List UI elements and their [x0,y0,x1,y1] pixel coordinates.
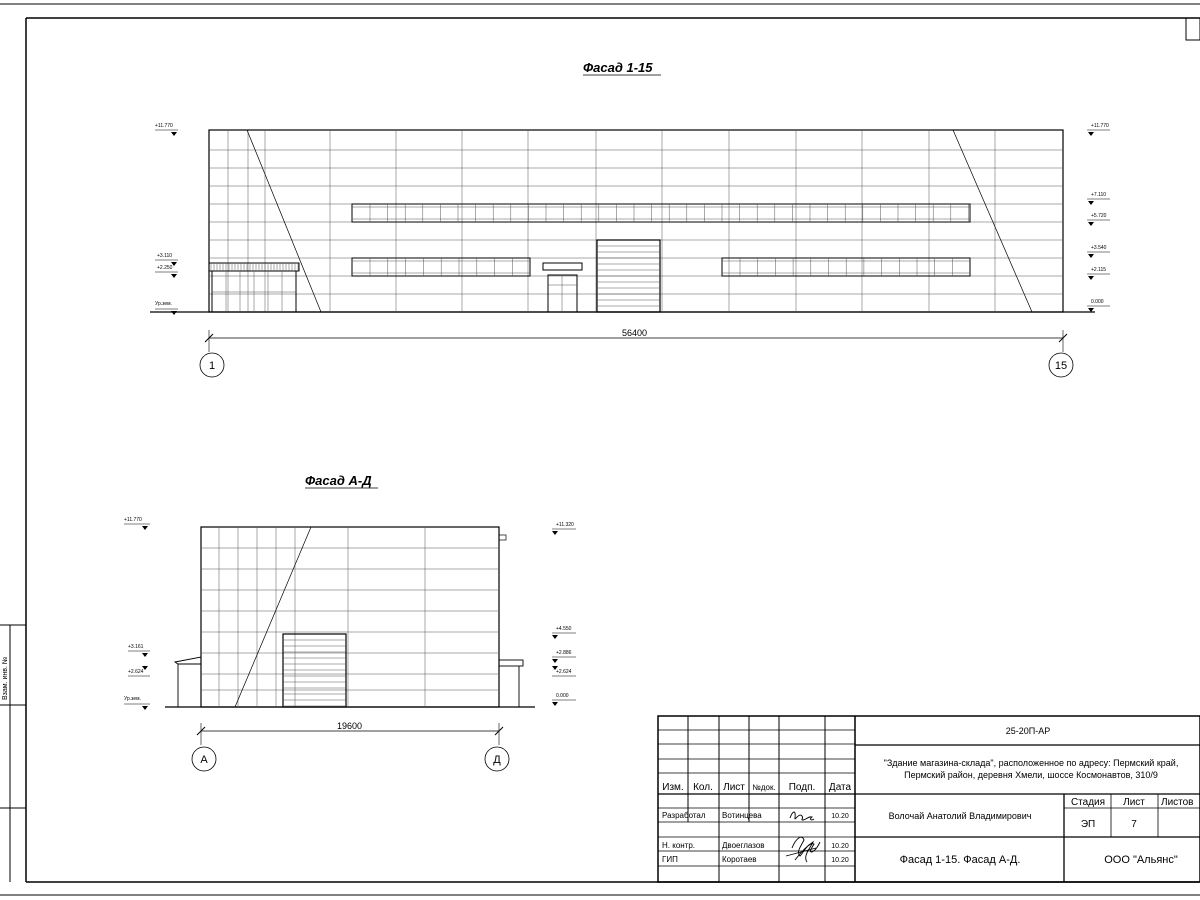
header-list: Лист [723,782,745,793]
level-mark: 0.000 [1091,299,1104,305]
role-developer: Разработал [662,811,706,820]
header-date: Дата [829,782,852,793]
stamp-signatories: Разработал Вотинцева 10.20 Н. контр. Дво… [662,811,849,864]
project-address-line-1: "Здание магазина-склада", расположенное … [884,758,1179,768]
facade-2-title: Фасад А-Д [305,473,372,488]
facade-1-window-band-upper [351,203,971,223]
level-mark: +11.770 [155,123,173,129]
facade-1-entrance-canopy [208,262,300,272]
stage-label: Стадия [1071,797,1105,808]
facade-2-canopy-right [498,659,524,707]
facade-1-dimension: 56400 [204,328,1068,352]
level-mark: +11.770 [1091,123,1109,129]
company-name: ООО "Альянс" [1104,854,1178,866]
facade-1-15: Фасад 1-15 [150,60,1110,378]
sheet-title: Фасад 1-15. Фасад А-Д. [900,854,1021,866]
left-strip-label: Взам. инв. № [2,657,9,700]
stamp-headers: Изм. Кол. Лист №док. Подп. Дата [662,782,851,793]
sheet-value: 7 [1131,819,1137,830]
level-mark: Ур.зем. [124,696,141,702]
facade-2-axis-left: А [200,754,208,766]
level-mark: +11.320 [556,522,574,528]
level-mark: Ур.зем. [155,301,172,307]
date-norm-control: 10.20 [831,843,849,850]
facade-a-d: Фасад А-Д 19600 А Д [124,473,576,772]
level-mark: +2.886 [556,650,572,656]
level-mark: +2.250 [157,265,173,271]
customer-name: Волочай Анатолий Владимирович [889,811,1032,821]
project-code: 25-20П-АР [1006,726,1051,736]
header-podp: Подп. [789,782,816,793]
facade-1-axis-left: 1 [209,360,215,372]
header-doc: №док. [752,783,775,792]
header-izm: Изм. [662,782,683,793]
level-mark: +11.770 [124,517,142,523]
level-mark: +3.110 [157,253,172,259]
facade-2-dimension: 19600 [196,721,504,745]
facade-1-door [547,274,578,313]
facade-1-levels-left: +11.770 +3.110 +2.250 Ур.зем. [155,123,178,315]
level-mark: +2.624 [128,669,144,675]
facade-1-door-canopy [542,262,583,271]
level-mark: +2.115 [1091,267,1106,273]
facade-2-gate [282,633,347,708]
facade-1-dimension-value: 56400 [622,328,647,338]
facade-2-levels-right: +11.320 +4.550 +2.886 +2.624 0.000 [552,522,576,706]
facade-2-outline [200,526,500,708]
header-kol: Кол. [693,782,713,793]
facade-1-axis-right: 15 [1055,360,1067,372]
facade-1-levels-right: +11.770 +7.110 +5.720 +3.540 +2.115 0.00… [1087,123,1110,312]
level-mark: 0.000 [556,693,569,699]
name-gip: Коротаев [722,855,757,864]
level-mark: +3.161 [128,644,144,650]
project-address-line-2: Пермский район, деревня Хмели, шоссе Кос… [904,770,1158,780]
facade-2-dimension-value: 19600 [337,721,362,731]
sheets-label: Листов [1161,797,1194,808]
level-mark: +7.110 [1091,192,1106,198]
date-gip: 10.20 [831,857,849,864]
facade-1-title: Фасад 1-15 [583,60,653,75]
name-developer: Вотинцева [722,811,762,820]
role-norm-control: Н. контр. [662,841,695,850]
facade-2-levels-left: +11.770 +3.161 +2.624 Ур.зем. [124,517,150,710]
left-strip: Взам. инв. № [0,624,26,882]
name-norm-control: Двоеглазов [722,841,765,850]
level-mark: +2.624 [556,669,572,675]
title-block: 25-20П-АР "Здание магазина-склада", расп… [657,715,1200,883]
level-mark: +3.540 [1091,245,1107,251]
facade-2-canopy-left [173,656,202,707]
level-mark: +4.550 [556,626,572,632]
stage-value: ЭП [1081,819,1095,830]
signature-norm-control [785,836,821,863]
sheet-label: Лист [1123,797,1145,808]
facade-2-axis-right: Д [493,754,501,766]
date-developer: 10.20 [831,813,849,820]
facade-1-outline [208,129,1064,313]
level-mark: +5.720 [1091,213,1107,219]
role-gip: ГИП [662,855,678,864]
signature-developer [789,811,815,821]
